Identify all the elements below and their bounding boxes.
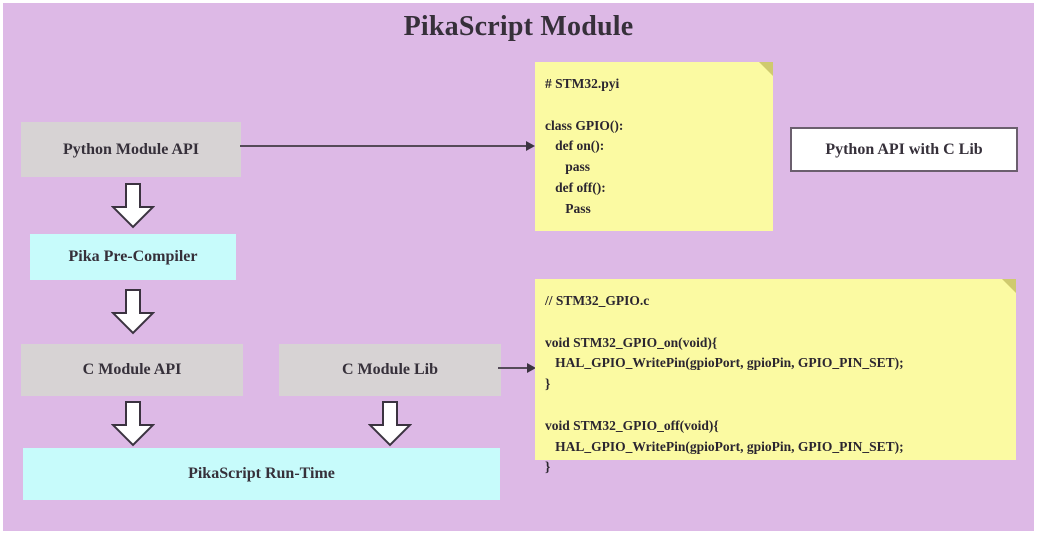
node-c-module-api[interactable]: C Module API [21, 344, 243, 396]
note-paper [535, 279, 1016, 460]
node-label: Python Module API [62, 140, 199, 158]
node-label: C Module Lib [341, 361, 438, 378]
diagram-board: PikaScript Module Python Module API Pika… [3, 3, 1034, 531]
note-fold-corner-icon [759, 62, 773, 76]
down-arrow-c-lib-to-runtime [368, 401, 412, 447]
node-c-module-lib[interactable]: C Module Lib [279, 344, 501, 396]
connector-python-api-to-pyi-note [240, 145, 528, 147]
node-label: Python API with C Lib [825, 140, 983, 158]
down-arrow-c-api-to-runtime [111, 401, 155, 447]
node-label: C Module API [82, 361, 182, 378]
note-stm32-gpio-c[interactable]: // STM32_GPIO.c void STM32_GPIO_on(void)… [535, 279, 1016, 474]
node-label: Pika Pre-Compiler [68, 248, 198, 265]
node-pikascript-runtime[interactable]: PikaScript Run-Time [23, 448, 500, 500]
connector-arrowhead-pyi [526, 141, 535, 151]
node-label: PikaScript Run-Time [188, 465, 335, 482]
page-title: PikaScript Module [403, 11, 634, 42]
connector-arrowhead-c-note [527, 363, 536, 373]
note-code-text: # STM32.pyi class GPIO(): def on(): pass… [545, 76, 624, 216]
connector-c-lib-to-c-note [498, 367, 530, 369]
note-paper [535, 62, 773, 231]
node-pika-pre-compiler[interactable]: Pika Pre-Compiler [30, 234, 236, 280]
node-python-module-api[interactable]: Python Module API [21, 122, 241, 177]
down-arrow-to-c-module-api [111, 289, 155, 335]
note-code-text: // STM32_GPIO.c void STM32_GPIO_on(void)… [545, 293, 904, 475]
down-arrow-to-pre-compiler [111, 183, 155, 229]
note-stm32-pyi[interactable]: # STM32.pyi class GPIO(): def on(): pass… [535, 62, 773, 231]
node-python-api-with-c-lib[interactable]: Python API with C Lib [790, 127, 1018, 172]
note-fold-corner-icon [1002, 279, 1016, 293]
